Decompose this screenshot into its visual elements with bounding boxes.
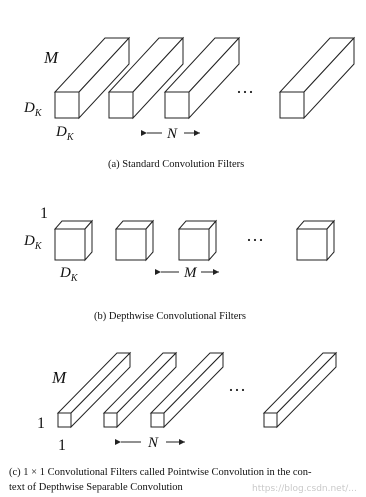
label-b-height: DK bbox=[23, 233, 43, 252]
label-a-count: N bbox=[166, 126, 178, 142]
label-b-depth: 1 bbox=[40, 205, 48, 222]
filter-a-2 bbox=[107, 36, 185, 120]
filter-c-1 bbox=[56, 351, 132, 429]
filter-a-1 bbox=[53, 36, 131, 120]
filter-b-3 bbox=[177, 219, 218, 262]
label-a-width: DK bbox=[55, 124, 75, 143]
label-b-count: M bbox=[183, 265, 198, 281]
caption-c-line-1: (c) 1 × 1 Convolutional Filters called P… bbox=[9, 467, 312, 478]
label-a-height: DK bbox=[23, 100, 43, 119]
caption-a: (a) Standard Convolution Filters bbox=[108, 159, 244, 170]
ellipsis-b: ··· bbox=[246, 230, 264, 250]
panel-b: 1 DK DK ··· M (b) Depthwise Convolutiona… bbox=[23, 205, 336, 322]
caption-b: (b) Depthwise Convolutional Filters bbox=[94, 311, 246, 322]
label-c-width: 1 bbox=[58, 437, 66, 454]
label-c-height: 1 bbox=[37, 415, 45, 432]
caption-c-line-2: text of Depthwise Separable Convolution bbox=[9, 482, 184, 493]
label-c-count: N bbox=[147, 435, 159, 451]
label-c-depth: M bbox=[51, 368, 67, 387]
filter-b-last bbox=[295, 219, 336, 262]
filter-c-3 bbox=[149, 351, 225, 429]
filter-b-2 bbox=[114, 219, 155, 262]
label-b-width: DK bbox=[59, 265, 79, 284]
panel-c: M 1 1 ··· N (c) 1 × 1 Convolutional Filt… bbox=[9, 351, 357, 494]
filter-b-1 bbox=[53, 219, 94, 262]
filter-a-last bbox=[278, 36, 356, 120]
ellipsis-c: ··· bbox=[228, 380, 246, 400]
panel-a: M DK DK ··· N (a) Standard Convolution F… bbox=[23, 36, 356, 170]
filter-c-2 bbox=[102, 351, 178, 429]
watermark: https://blog.csdn.net/... bbox=[252, 484, 357, 494]
filter-a-3 bbox=[163, 36, 241, 120]
filter-c-last bbox=[262, 351, 338, 429]
ellipsis-a: ··· bbox=[236, 82, 254, 102]
label-a-depth: M bbox=[43, 48, 59, 67]
